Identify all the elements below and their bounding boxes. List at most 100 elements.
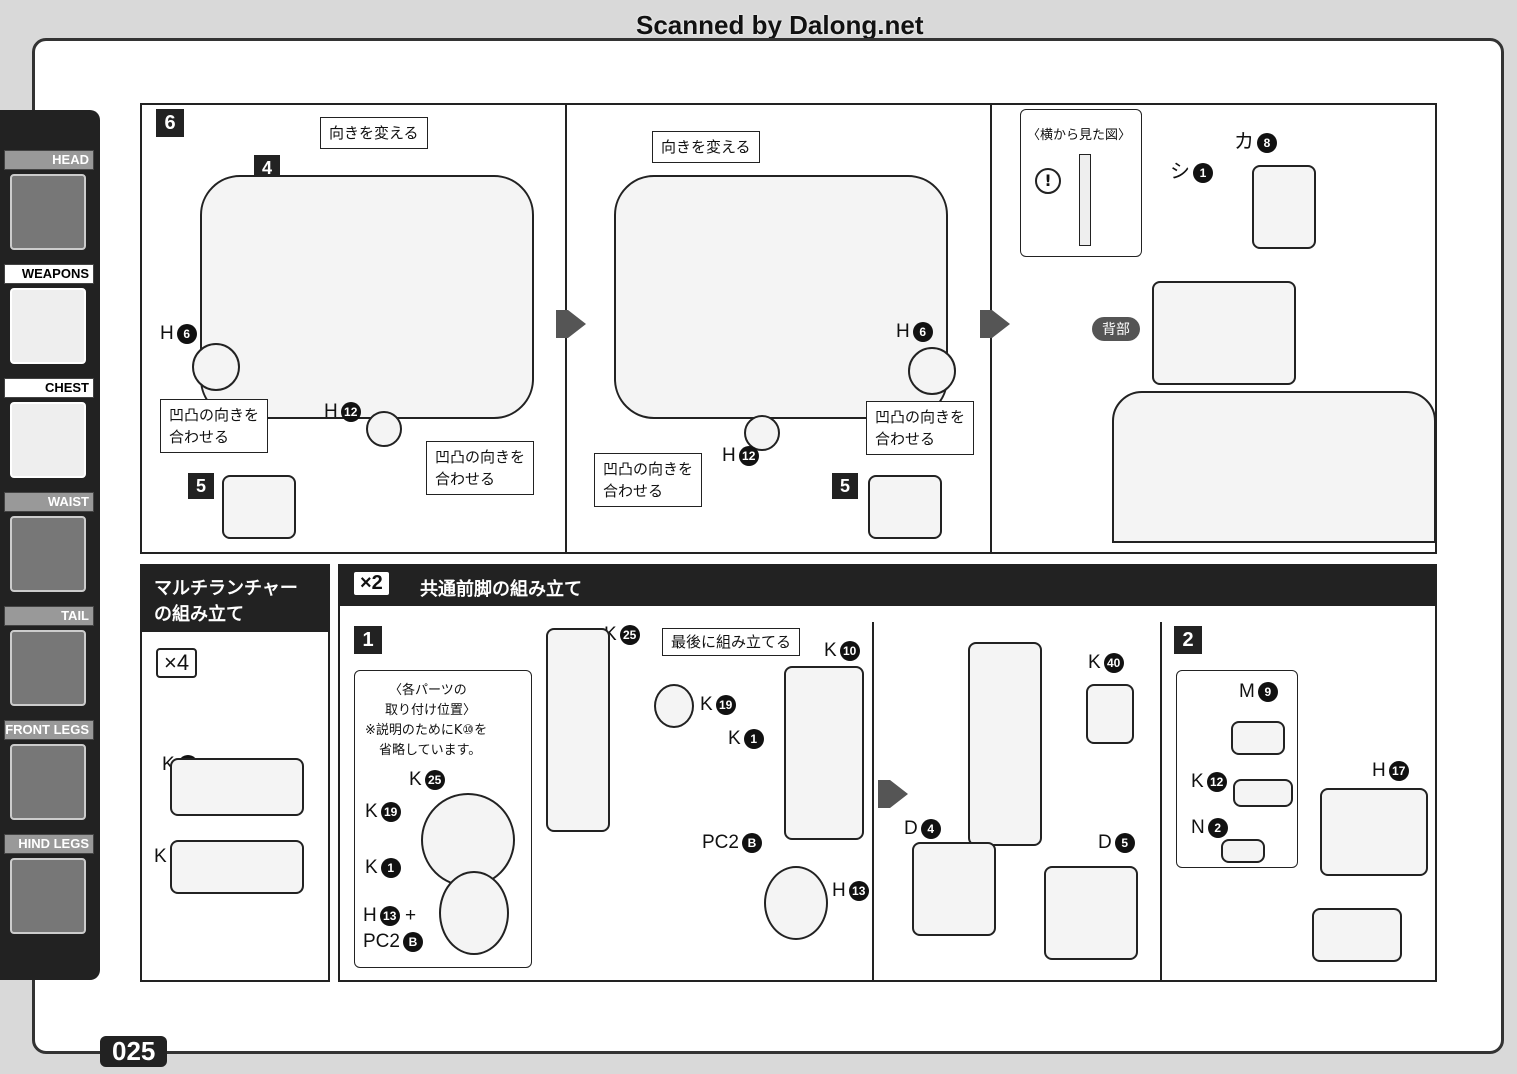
step-number: 2: [1174, 626, 1202, 654]
h17-part-illustration: [1320, 788, 1428, 876]
sidebar-item-label: WAIST: [4, 492, 94, 512]
sidebar-item-weapons[interactable]: WEAPONS: [4, 264, 94, 370]
d5-part-illustration: [1044, 866, 1138, 960]
sidebar-item-waist[interactable]: WAIST: [4, 492, 94, 598]
sidebar-item-head[interactable]: HEAD: [4, 150, 94, 256]
head-thumbnail-icon: [10, 174, 86, 250]
tail-thumbnail-icon: [10, 630, 86, 706]
side-view-label: 〈横から見た図〉: [1027, 128, 1132, 143]
body-assembly-illustration: [614, 175, 948, 419]
position-note-line: ※説明のためにK⑩を: [365, 723, 488, 738]
part-5-illustration: [868, 475, 942, 539]
h6-part-illustration: [908, 347, 956, 395]
divider: [872, 622, 874, 980]
sidebar-item-label: CHEST: [4, 378, 94, 398]
position-note-line: 省略しています。: [379, 743, 482, 758]
change-direction-note: 向きを変える: [652, 131, 760, 163]
next-arrow: [980, 310, 992, 338]
sidebar-item-hind-legs[interactable]: HIND LEGS: [4, 834, 94, 940]
side-view-box: 〈横から見た図〉 !: [1020, 109, 1142, 257]
arrow-right-icon: [992, 310, 1010, 338]
change-direction-note: 向きを変える: [320, 117, 428, 149]
arrow-right-icon: [568, 310, 586, 338]
align-note: 凹凸の向きを 合わせる: [594, 453, 703, 507]
multiplier-badge: ×2: [352, 570, 391, 597]
sidebar-item-front-legs[interactable]: FRONT LEGS: [4, 720, 94, 826]
align-note: 凹凸の向きを 合わせる: [866, 401, 975, 455]
k2-part-illustration: [170, 840, 304, 894]
chest-thumbnail-icon: [10, 402, 86, 478]
sidebar-item-label: HEAD: [4, 150, 94, 170]
align-note: 凹凸の向きを 合わせる: [426, 441, 535, 495]
d4-part-illustration: [912, 842, 996, 936]
k10-part-illustration: [784, 666, 864, 840]
sidebar-item-label: TAIL: [4, 606, 94, 626]
sidebar-item-label: WEAPONS: [4, 264, 94, 284]
divider: [1160, 622, 1162, 980]
launcher-header: マルチランチャー の組み立て: [142, 566, 328, 632]
waist-thumbnail-icon: [10, 516, 86, 592]
sidebar-item-label: HIND LEGS: [4, 834, 94, 854]
sidebar-item-label: FRONT LEGS: [4, 720, 94, 740]
sidebar-item-chest[interactable]: CHEST: [4, 378, 94, 484]
front-leg-title: 共通前脚の組み立て: [420, 579, 582, 600]
k3-part-illustration: [170, 758, 304, 816]
position-note-line: 取り付け位置〉: [385, 703, 477, 718]
body-back-illustration: [1112, 391, 1436, 543]
marker-5: 5: [832, 473, 858, 499]
next-arrow: [878, 780, 890, 808]
launcher-panel: マルチランチャー の組み立て ×4 K3 K2: [140, 564, 330, 982]
front-leg-panel: ×2 共通前脚の組み立て 1 〈各パーツの 取り付け位置〉 ※説明のためにK⑩を…: [338, 564, 1437, 982]
h13-part-illustration: [439, 871, 509, 955]
leg-frame-illustration: [546, 628, 610, 832]
back-label: 背部: [1092, 317, 1140, 341]
front-legs-thumbnail-icon: [10, 744, 86, 820]
peg-illustration: [1079, 154, 1091, 246]
position-note-line: 〈各パーツの: [389, 683, 467, 698]
warning-icon: !: [1035, 168, 1061, 194]
step-number: 6: [156, 109, 184, 137]
k40-part-illustration: [1086, 684, 1134, 744]
h12-part-illustration: [366, 411, 402, 447]
m9-part-illustration: [1231, 721, 1285, 755]
back-part-illustration: [1152, 281, 1296, 385]
weapons-thumbnail-icon: [10, 288, 86, 364]
k19-part-illustration: [654, 684, 694, 728]
hind-legs-thumbnail-icon: [10, 858, 86, 934]
step-number: 1: [354, 626, 382, 654]
leg-base-illustration: [1312, 908, 1402, 962]
sidebar-item-tail[interactable]: TAIL: [4, 606, 94, 712]
section-sidebar: HEAD WEAPONS CHEST WAIST TAIL FRONT LEGS…: [0, 110, 100, 980]
k12-part-illustration: [1233, 779, 1293, 807]
last-assemble-note: 最後に組み立てる: [662, 628, 801, 656]
marker-5: 5: [188, 473, 214, 499]
part-5-illustration: [222, 475, 296, 539]
leg-assembly-illustration: [968, 642, 1042, 846]
wheel-part-illustration: [764, 866, 828, 940]
multiplier-badge: ×4: [156, 648, 198, 678]
h12-part-illustration: [744, 415, 780, 451]
body-assembly-illustration: [200, 175, 534, 419]
watermark: Scanned by Dalong.net: [636, 10, 924, 40]
next-arrow: [556, 310, 568, 338]
launcher-title: の組み立て: [154, 604, 244, 625]
align-note: 凹凸の向きを 合わせる: [160, 399, 269, 453]
front-leg-header: ×2 共通前脚の組み立て: [340, 566, 1435, 606]
